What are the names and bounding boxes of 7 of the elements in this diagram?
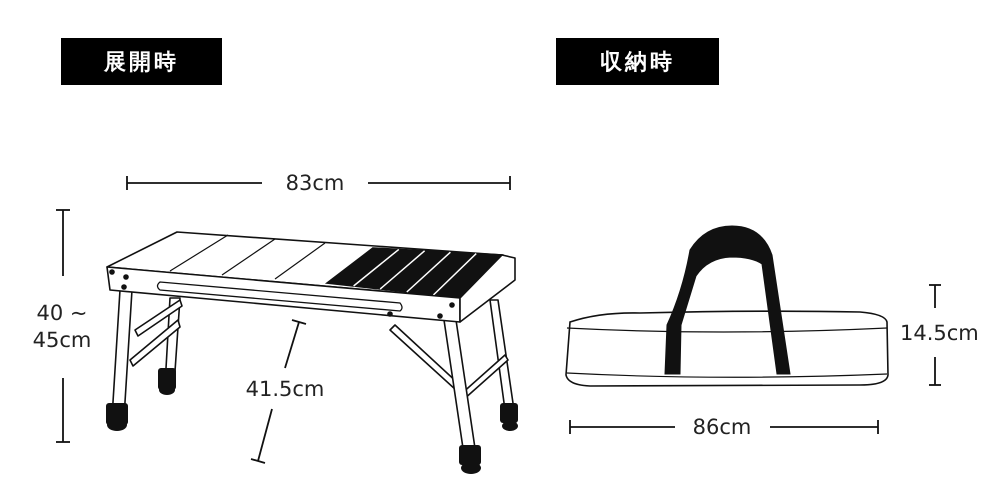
- dimension-label: 40 ~ 45cm: [32, 300, 92, 354]
- dimension-label: 86cm: [692, 415, 752, 439]
- dimension-label: 41.5cm: [246, 377, 324, 401]
- dimension-label: 83cm: [286, 171, 344, 195]
- heading-band: 収納時: [556, 38, 719, 85]
- dimension-label: 14.5cm: [900, 321, 979, 345]
- heading-band: 展開時: [61, 38, 222, 85]
